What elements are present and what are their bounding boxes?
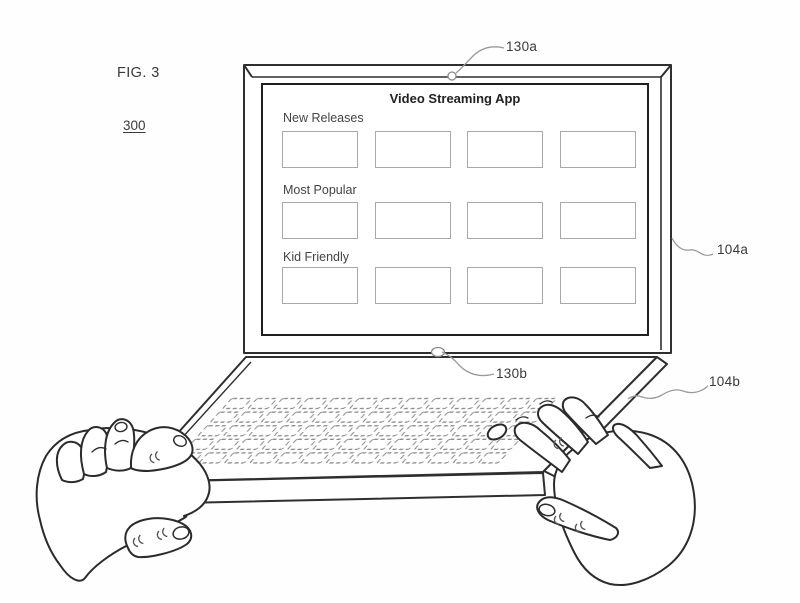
app-title: Video Streaming App	[389, 91, 521, 106]
thumbnail-placeholder	[467, 131, 543, 168]
leader-line-104a	[671, 237, 714, 257]
right-hand	[486, 396, 696, 586]
thumbnail-placeholder	[559, 202, 636, 239]
thumbnail-placeholder	[282, 202, 358, 239]
thumbnail-placeholder	[282, 131, 358, 168]
leader-line-104b	[627, 385, 709, 400]
ref-label-104b: 104b	[709, 374, 741, 389]
hinge-notch	[430, 346, 446, 358]
ref-label-130b: 130b	[496, 366, 528, 381]
lid-marker-dot	[447, 71, 457, 81]
thumbnail-placeholder	[374, 131, 451, 168]
figure-label: FIG. 3	[117, 65, 160, 81]
thumbnail-placeholder	[374, 267, 451, 304]
thumbnail-placeholder	[374, 202, 451, 239]
figure-number: 300	[123, 118, 146, 133]
virtual-keyboard	[169, 397, 561, 465]
laptop-screen: Video Streaming App New Releases Most Po…	[261, 83, 649, 336]
thumbnail-placeholder	[559, 131, 636, 168]
thumbnail-placeholder	[559, 267, 636, 304]
left-hand	[35, 418, 211, 582]
thumbnail-placeholder	[467, 267, 543, 304]
section-label-new-releases: New Releases	[283, 111, 364, 125]
thumbnail-placeholder	[282, 267, 358, 304]
leader-line-130a	[455, 46, 505, 74]
thumbnail-row-new-releases	[282, 131, 636, 168]
thumbnail-row-most-popular	[282, 202, 636, 239]
ref-label-104a: 104a	[717, 242, 749, 257]
section-label-kid-friendly: Kid Friendly	[283, 250, 349, 264]
thumbnail-placeholder	[467, 202, 543, 239]
section-label-most-popular: Most Popular	[283, 183, 357, 197]
thumbnail-row-kid-friendly	[282, 267, 636, 304]
leader-line-130b	[441, 351, 495, 377]
ref-label-130a: 130a	[506, 39, 538, 54]
